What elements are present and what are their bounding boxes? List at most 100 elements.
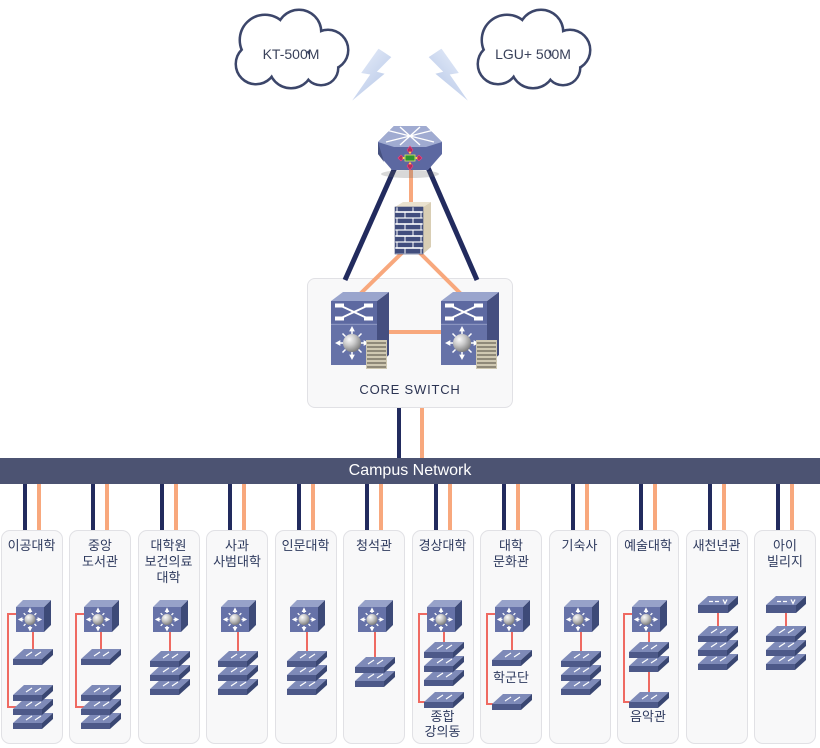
building-label: 예술대학: [624, 538, 672, 553]
device-label: 학군단: [493, 670, 529, 685]
drop-line-navy: [776, 484, 780, 532]
switch-stack-icon: [11, 684, 54, 730]
workgroup-switch-icon: [83, 599, 120, 633]
building-box: 이공대학: [0, 530, 63, 744]
red-link-line: [716, 611, 719, 631]
red-link-line: [6, 706, 16, 708]
switch-stack-icon: [765, 625, 807, 671]
red-link-line: [374, 629, 376, 662]
red-link-line: [579, 629, 582, 656]
access-switch-icon: [80, 648, 122, 666]
drop-line-navy: [22, 484, 27, 532]
red-link-line: [785, 611, 787, 631]
drop-line-orange: [584, 484, 589, 532]
hub-switch-icon: [765, 595, 807, 614]
red-link-line: [417, 701, 427, 703]
building-label: 새천년관: [692, 538, 741, 553]
workgroup-switch-icon: [357, 599, 394, 633]
red-link-line: [442, 629, 445, 647]
building-label: 사과 사범대학: [213, 538, 261, 569]
access-switch-icon: [491, 649, 533, 667]
workgroup-switch-icon: [220, 599, 257, 633]
access-switch-icon: [11, 648, 54, 666]
red-link-line: [623, 613, 632, 615]
red-link-line: [75, 613, 84, 615]
red-link-line: [648, 629, 650, 647]
red-link-line: [100, 629, 102, 654]
building-box: 인문대학: [274, 530, 337, 744]
drop-line-orange: [310, 484, 315, 532]
red-link-line: [31, 629, 34, 654]
drop-line-navy: [365, 484, 369, 532]
drop-line-navy: [159, 484, 164, 532]
hub-switch-icon: [696, 595, 739, 614]
core-switch-label: CORE SWITCH: [359, 382, 461, 397]
red-link-line: [623, 701, 632, 703]
switch-stack-icon: [354, 656, 396, 688]
drop-line-orange: [653, 484, 657, 532]
drop-line-orange: [105, 484, 109, 532]
drop-line-orange: [516, 484, 520, 532]
red-link-line: [486, 613, 495, 615]
red-link-line: [237, 629, 239, 656]
device-label: 음악관: [630, 709, 666, 724]
firewall-icon: [394, 201, 432, 255]
building-label: 대학 문화관: [493, 538, 529, 569]
drop-line-orange: [242, 484, 246, 532]
switch-stack-icon: [285, 650, 328, 696]
edge-router-icon: [377, 125, 443, 179]
workgroup-switch-icon: [14, 599, 52, 633]
red-link-line: [75, 706, 84, 708]
switch-stack-icon: [559, 650, 602, 696]
building-label: 인문대학: [281, 538, 330, 553]
drop-line-orange: [379, 484, 383, 532]
drop-line-orange: [447, 484, 452, 532]
workgroup-switch-icon: [631, 599, 668, 633]
workgroup-switch-icon: [425, 599, 463, 633]
red-link-line: [6, 613, 9, 708]
lightning-icon: [350, 46, 470, 109]
drop-line-navy: [433, 484, 438, 532]
drop-line-navy: [707, 484, 712, 532]
red-link-line: [486, 613, 488, 705]
switch-stack-icon: [148, 650, 191, 696]
building-box: 사과 사범대학: [206, 530, 268, 744]
building-box: 대학원 보건의료 대학: [137, 530, 200, 744]
switch-stack-icon: [80, 684, 122, 730]
building-box: 청석관: [343, 530, 405, 744]
drop-line-navy: [296, 484, 301, 532]
drop-line-navy: [570, 484, 575, 532]
drop-line-navy: [502, 484, 506, 532]
building-box: 중앙 도서관: [69, 530, 131, 744]
campus-network-bar: Campus Network: [0, 458, 820, 484]
core-switch-icon: [330, 291, 390, 370]
workgroup-switch-icon: [288, 599, 326, 633]
device-label: 종합 강의동: [424, 709, 461, 739]
building-label: 아이 빌리지: [767, 538, 803, 569]
red-link-line: [486, 703, 495, 705]
drop-line-orange: [721, 484, 726, 532]
building-label: 기숙사: [561, 538, 598, 553]
switch-stack-icon: [696, 625, 739, 671]
workgroup-switch-icon: [151, 599, 189, 633]
campus-network-label: Campus Network: [348, 462, 472, 479]
red-link-line: [417, 613, 420, 703]
building-label: 이공대학: [7, 538, 56, 553]
drop-line-navy: [639, 484, 643, 532]
red-link-line: [623, 613, 625, 703]
drop-line-orange: [36, 484, 41, 532]
drop-line-orange: [790, 484, 794, 532]
switch-stack-icon: [628, 641, 670, 673]
red-link-line: [6, 613, 16, 615]
building-box: 기숙사: [548, 530, 611, 744]
switch-stack-icon: [422, 641, 465, 687]
red-link-line: [168, 629, 171, 656]
workgroup-switch-icon: [562, 599, 600, 633]
red-link-line: [511, 629, 513, 655]
red-link-line: [417, 613, 427, 615]
red-link-line: [305, 629, 308, 656]
drop-line-navy: [91, 484, 95, 532]
